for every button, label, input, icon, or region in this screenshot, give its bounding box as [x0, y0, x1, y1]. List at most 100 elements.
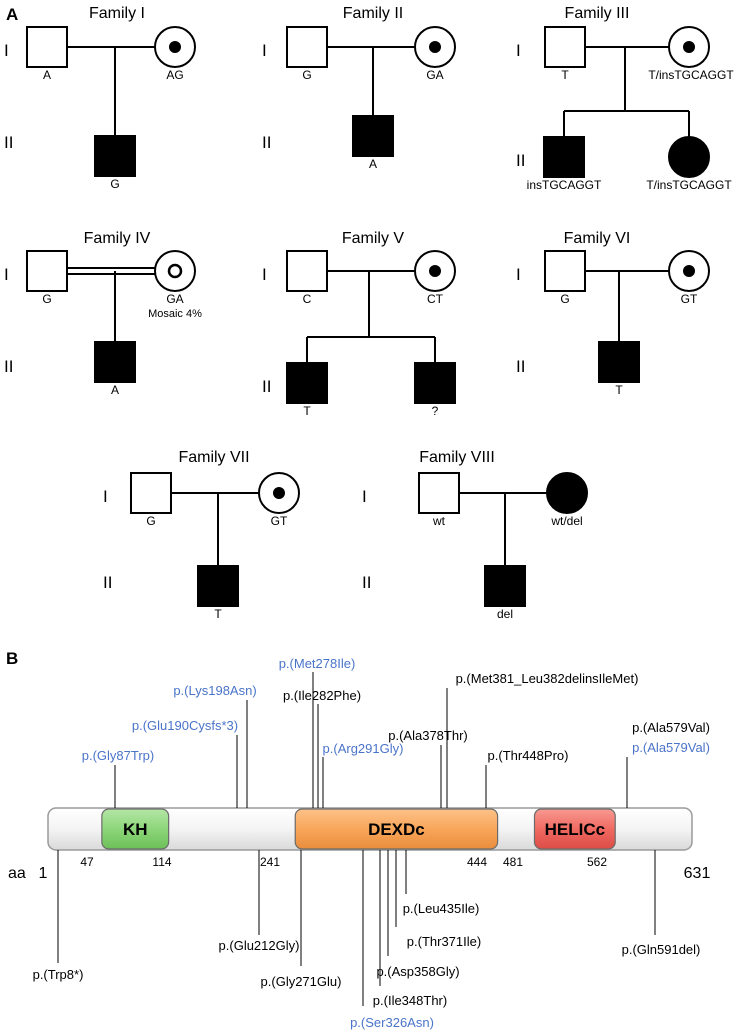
genotype-label: wt/del — [550, 514, 582, 528]
generation-label: II — [516, 151, 525, 170]
genotype-label: A — [43, 68, 51, 82]
affected-son-square — [197, 565, 239, 607]
mutation-label: p.(Arg291Gly) — [323, 741, 404, 756]
generation-label: I — [516, 265, 521, 284]
carrier-dot — [683, 41, 695, 53]
domain-kh — [101, 808, 170, 850]
genotype-label: T/insTGCAGGT — [646, 178, 732, 192]
genotype-label: GT — [271, 514, 288, 528]
genotype-label: T — [561, 68, 569, 82]
genotype-label: A — [111, 383, 119, 397]
aa-position-label: 631 — [684, 865, 711, 882]
domain-dexdc — [294, 808, 499, 850]
mutation-label: p.(Met278Ile) — [279, 656, 356, 671]
family-title: Family IV — [84, 230, 151, 247]
genotype-label: G — [560, 292, 569, 306]
affected-son-square — [94, 341, 136, 383]
family-title: Family I — [89, 5, 145, 22]
genotype-label: insTGCAGGT — [527, 178, 602, 192]
affected-son-square — [352, 115, 394, 157]
carrier-dot — [169, 41, 181, 53]
father-square — [544, 26, 586, 68]
genotype-label: GA — [426, 68, 443, 82]
genotype-label: GT — [681, 292, 698, 306]
aa-position-label: 114 — [152, 855, 171, 869]
generation-label: II — [362, 573, 371, 592]
carrier-dot — [429, 265, 441, 277]
affected-son-square — [94, 135, 136, 177]
father-square — [26, 26, 68, 68]
father-square — [286, 26, 328, 68]
generation-label: I — [262, 265, 267, 284]
mosaic-carrier-dot — [167, 263, 183, 279]
aa-position-label: 444 — [467, 855, 487, 869]
family-title: Family III — [565, 5, 630, 22]
genotype-label: G — [110, 177, 119, 191]
mutation-label: p.(Ile282Phe) — [283, 688, 361, 703]
genotype-label: T — [615, 383, 623, 397]
aa-label: aa — [8, 865, 26, 882]
family-title: Family VI — [564, 230, 631, 247]
affected-son-square — [484, 565, 526, 607]
panel-b-label: B — [6, 649, 18, 668]
mutation-label: p.(Thr448Pro) — [488, 748, 569, 763]
mutation-label: p.(Thr371Ile) — [407, 934, 481, 949]
mutation-label: p.(Ile348Thr) — [373, 993, 447, 1008]
generation-label: II — [4, 357, 13, 376]
domain-label: HELICc — [545, 820, 605, 839]
genotype-label: A — [369, 157, 377, 171]
mutation-label: p.(Lys198Asn) — [173, 683, 256, 698]
generation-label: II — [262, 133, 271, 152]
mutation-label: p.(Ala579Val) — [632, 740, 710, 755]
mutation-label: p.(Gly271Glu) — [261, 974, 342, 989]
domain-label: KH — [123, 820, 148, 839]
aa-position-label: 1 — [39, 865, 48, 882]
affected-son-square — [543, 136, 585, 178]
genotype-label: CT — [427, 292, 444, 306]
carrier-dot — [273, 487, 285, 499]
domain-label: DEXDc — [368, 820, 425, 839]
family-title: Family V — [342, 230, 405, 247]
generation-label: I — [4, 265, 9, 284]
generation-label: I — [362, 487, 367, 506]
genotype-label: T/insTGCAGGT — [648, 68, 734, 82]
family-title: Family II — [343, 5, 403, 22]
aa-position-label: 481 — [503, 855, 523, 869]
family-title: Family VIII — [419, 449, 495, 466]
generation-label: II — [262, 377, 271, 396]
mosaic-note: Mosaic 4% — [148, 308, 202, 320]
affected-mother-circle — [546, 472, 588, 514]
mutation-label: p.(Trp8*) — [33, 967, 84, 982]
generation-label: II — [103, 573, 112, 592]
carrier-dot — [429, 41, 441, 53]
aa-position-label: 47 — [80, 855, 94, 869]
aa-position-label: 241 — [260, 855, 280, 869]
genotype-label: G — [302, 68, 311, 82]
genotype-label: C — [303, 292, 312, 306]
mutation-label: p.(Asp358Gly) — [376, 964, 459, 979]
generation-label: II — [4, 133, 13, 152]
genotype-label: wt — [432, 514, 446, 528]
genotype-label: T — [303, 404, 311, 418]
father-square — [130, 472, 172, 514]
panel-a-label: A — [6, 5, 18, 24]
genotype-label: GA — [166, 292, 183, 306]
generation-label: II — [516, 357, 525, 376]
generation-label: I — [262, 41, 267, 60]
generation-label: I — [4, 41, 9, 60]
mutation-label: p.(Leu435Ile) — [403, 901, 480, 916]
genotype-label: G — [146, 514, 155, 528]
genotype-label: G — [42, 292, 51, 306]
mutation-label: p.(Gly87Trp) — [82, 748, 154, 763]
generation-label: I — [103, 487, 108, 506]
mutation-label: p.(Gln591del) — [622, 942, 701, 957]
genotype-label: AG — [166, 68, 183, 82]
father-square — [544, 250, 586, 292]
father-square — [418, 472, 460, 514]
